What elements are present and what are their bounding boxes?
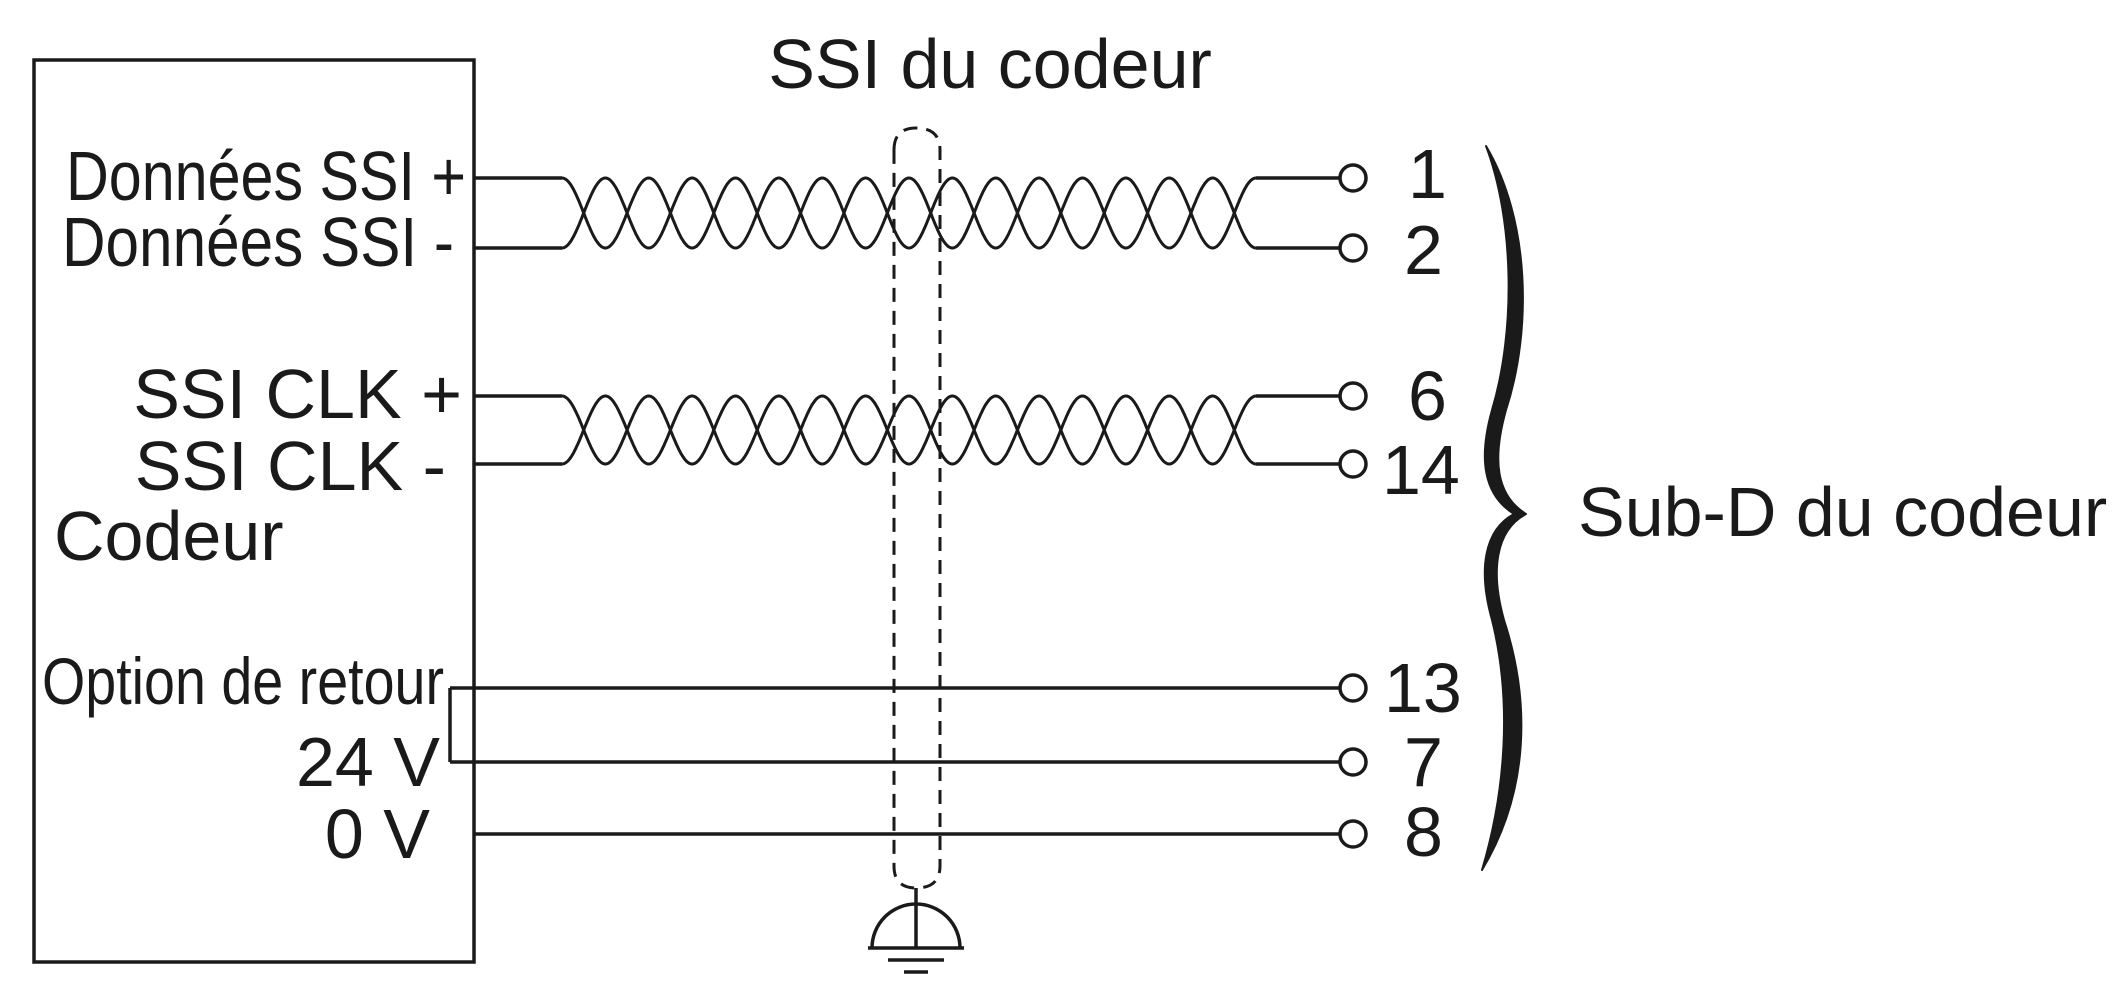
pin-number-6: 6 [1408,357,1447,435]
protective-earth-icon [868,902,964,974]
pin-number-13: 13 [1384,649,1462,727]
encoder-box [32,58,476,964]
cable-shield [892,126,942,890]
pin-number-8: 8 [1404,793,1443,871]
pin-number-14: 14 [1382,431,1460,509]
twisted-pair-clock [474,394,1340,466]
terminal-pin-13 [1338,673,1368,703]
label-data-minus: Données SSI - [62,203,454,281]
label-clk-plus: SSI CLK + [133,355,462,433]
pin-number-7: 7 [1404,723,1443,801]
terminal-pin-2 [1338,233,1368,263]
diagram-title: SSI du codeur [768,25,1212,103]
label-device-codeur: Codeur [54,497,284,575]
connector-label: Sub-D du codeur [1578,473,2107,551]
label-data-plus: Données SSI + [66,137,466,215]
twisted-pair-data [474,176,1340,250]
terminal-pin-1 [1338,163,1368,193]
terminal-pin-8 [1338,819,1368,849]
label-feedback-option: Option de retour [42,644,444,718]
terminal-pin-6 [1338,381,1368,411]
terminal-pin-7 [1338,747,1368,777]
pin-number-1: 1 [1408,135,1447,213]
label-0v: 0 V [325,795,430,873]
connector-brace [1481,145,1527,871]
pin-number-2: 2 [1404,211,1443,289]
label-clk-minus: SSI CLK - [135,427,446,505]
label-24v: 24 V [296,723,440,801]
terminal-pin-14 [1338,449,1368,479]
